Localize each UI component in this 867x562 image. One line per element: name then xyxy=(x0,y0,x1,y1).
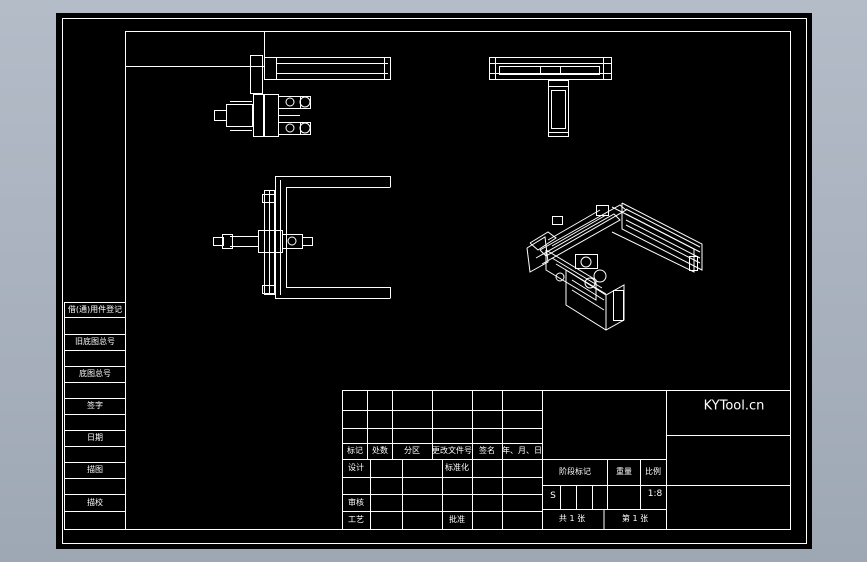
top-view xyxy=(489,57,612,137)
revision-header-signature: 签名 xyxy=(479,446,495,455)
logo-text: KYTool.cn xyxy=(703,398,765,414)
side-label-signature: 签字 xyxy=(87,401,103,410)
side-panel xyxy=(64,302,126,530)
process-label: 工艺 xyxy=(348,515,364,524)
sheet-total: 共 1 张 xyxy=(558,514,586,523)
revision-header-file-number: 更改文件号 xyxy=(432,446,472,455)
standardization-label: 标准化 xyxy=(445,463,469,472)
side-label-base-number: 底图总号 xyxy=(79,369,111,378)
stage-value: S xyxy=(550,491,556,501)
sheet-number: 第 1 张 xyxy=(621,514,649,523)
revision-header-count: 处数 xyxy=(372,446,388,455)
weight-label: 重量 xyxy=(616,467,632,476)
revision-header-zone: 分区 xyxy=(404,446,420,455)
side-label-old-base-number: 旧底图总号 xyxy=(75,337,115,346)
side-label-trace-check: 描校 xyxy=(87,498,103,507)
revision-header-date: 年、月、日 xyxy=(502,446,542,455)
outer-frame xyxy=(62,18,807,544)
approve-label: 批准 xyxy=(449,515,465,524)
design-label: 设计 xyxy=(348,463,364,472)
review-label: 审核 xyxy=(348,498,364,507)
title-block xyxy=(342,390,791,530)
side-label-tracing: 描图 xyxy=(87,465,103,474)
side-label-date: 日期 xyxy=(87,433,103,442)
revision-header-mark: 标记 xyxy=(347,446,363,455)
scale-value: 1:8 xyxy=(647,489,663,499)
stage-mark-label: 阶段标记 xyxy=(559,467,591,476)
side-label-reuse-register: 借(通)用件登记 xyxy=(67,305,123,314)
isometric-view xyxy=(526,202,703,331)
side-view xyxy=(213,176,391,299)
front-view xyxy=(125,31,391,137)
scale-label: 比例 xyxy=(645,467,661,476)
